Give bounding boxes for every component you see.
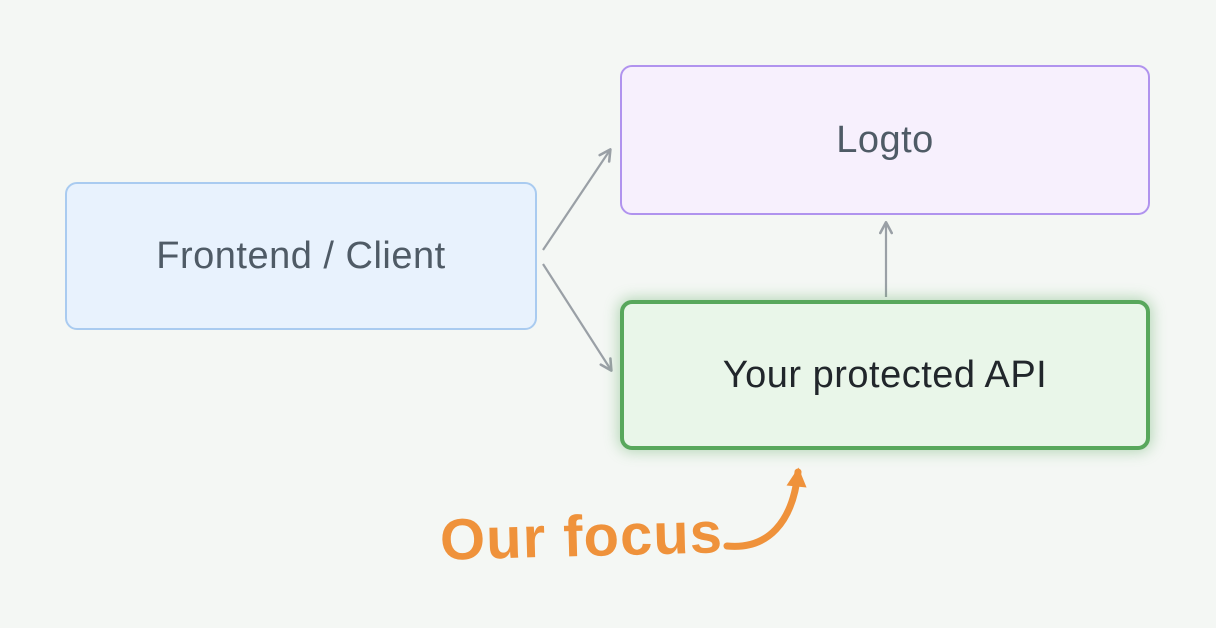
node-your-protected-api-label: Your protected API bbox=[722, 353, 1048, 396]
node-frontend-client: Frontend / Client bbox=[65, 182, 537, 330]
node-logto-label: Logto bbox=[836, 118, 934, 161]
our-focus-arrow-icon bbox=[723, 467, 807, 550]
edge-frontend-to-api bbox=[542, 263, 613, 372]
node-frontend-client-label: Frontend / Client bbox=[156, 234, 446, 277]
edge-frontend-to-logto bbox=[542, 148, 612, 251]
node-logto: Logto bbox=[620, 65, 1150, 215]
node-your-protected-api: Your protected API bbox=[620, 300, 1150, 450]
our-focus-annotation: Our focus bbox=[439, 500, 724, 573]
